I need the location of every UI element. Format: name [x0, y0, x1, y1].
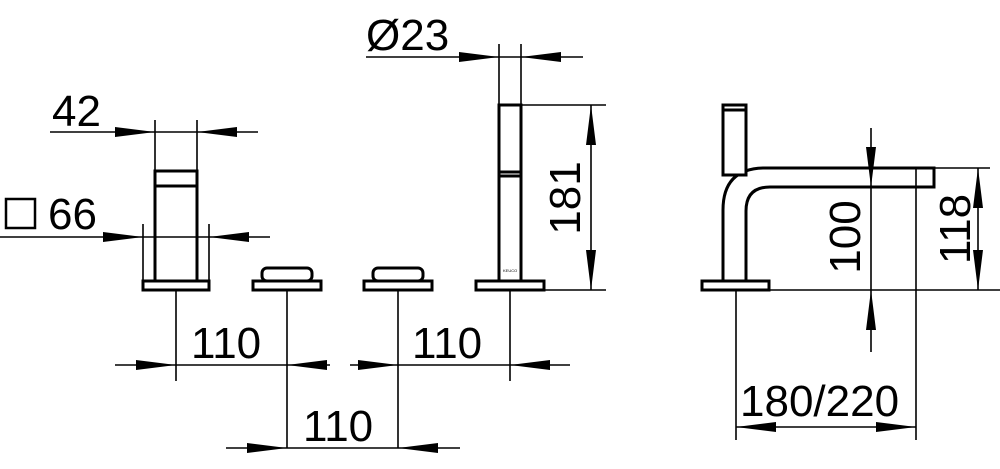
- spout-reach-height-label: 100: [821, 200, 870, 273]
- spout-height-label: 181: [541, 161, 590, 234]
- spout-diameter-label: Ø23: [366, 11, 449, 60]
- dimension-spacing-center: 110: [226, 402, 460, 453]
- hand-shower: KEUCO: [474, 103, 546, 292]
- dimension-spout-diameter: Ø23: [366, 11, 583, 105]
- dimension-spout-height: 181: [521, 104, 606, 291]
- rosette-left-knob: [260, 266, 314, 283]
- spout-body: [721, 166, 936, 283]
- dimension-square-size: 66: [0, 190, 270, 281]
- dimension-projection: 180/220: [735, 187, 917, 440]
- spout-handle: [721, 103, 748, 177]
- spacing-center-label: 110: [303, 402, 373, 451]
- handle-width-label: 42: [52, 87, 101, 136]
- rosette-left: [251, 266, 323, 292]
- rosette-right-knob: [371, 266, 425, 283]
- dimension-spout-total-height: 118: [931, 167, 990, 290]
- spout-total-height-label: 118: [931, 194, 980, 264]
- square-size-label: 66: [48, 190, 97, 239]
- hand-shower-body: [497, 103, 523, 283]
- side-view-spout: [700, 103, 936, 292]
- square-symbol-icon: [4, 197, 37, 230]
- dimension-spacing-left: 110: [115, 290, 330, 448]
- dimension-spacing-right: 110: [350, 290, 570, 448]
- spacing-left-label: 110: [191, 319, 261, 368]
- left-handle: [141, 169, 211, 292]
- projection-label: 180/220: [740, 377, 899, 426]
- rosette-right: [362, 266, 434, 292]
- spacing-right-label: 110: [412, 319, 482, 368]
- left-handle-body: [153, 169, 199, 283]
- brand-mark: KEUCO: [503, 268, 517, 273]
- dimension-spout-reach-height: 100: [769, 128, 1000, 352]
- dimension-handle-width: 42: [50, 87, 258, 171]
